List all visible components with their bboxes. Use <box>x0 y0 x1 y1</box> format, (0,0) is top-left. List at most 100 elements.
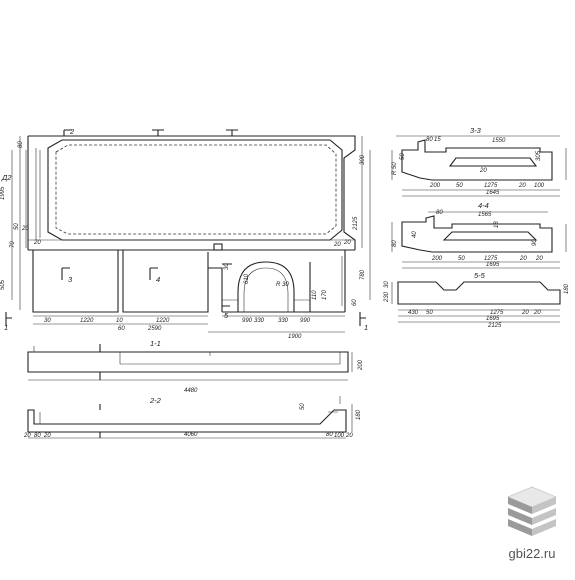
dimension-label: R 50 <box>392 162 398 175</box>
dimension-label: 200 <box>429 183 441 189</box>
dimension-label: 50 <box>300 403 306 410</box>
dimension-label: 20 <box>518 183 526 189</box>
note-d2: Д2 <box>1 173 12 182</box>
section-1-1-dimensions: 4480 200 <box>184 359 364 394</box>
cut-mark-1-left: 1 <box>4 323 8 332</box>
stacked-slabs-logo <box>507 486 557 536</box>
dimension-label: 300 <box>360 154 366 165</box>
dimension-label: 20 <box>535 256 543 262</box>
dimension-label: 180 <box>564 283 570 294</box>
dimension-label: 100 <box>534 183 545 189</box>
dimension-label: 15 <box>434 137 441 143</box>
plan-view <box>5 129 371 333</box>
dimension-label: 1565 <box>478 212 492 218</box>
dimension-label: 4060 <box>184 432 198 438</box>
dimension-label: 1695 <box>486 316 500 322</box>
dimension-label: 30 <box>384 281 390 288</box>
dimension-label: 1275 <box>490 310 504 316</box>
section-4-4-dimensions: 1565 20 1275 50 1695 80 90 18 40 200 20 80 <box>392 210 543 268</box>
labels: 1-1 2-2 3-3 4-4 5-5 1 1 2 3 4 5 Д2 <box>1 126 489 405</box>
dimension-label: 60 <box>352 299 358 306</box>
dimension-label: 20 <box>343 240 351 246</box>
dimension-label: 80 <box>18 141 24 148</box>
dimension-label: 60 <box>118 326 125 332</box>
dimension-label: 80 <box>326 432 333 438</box>
dimension-label: 30 <box>224 263 230 270</box>
dimension-label: 1220 <box>80 318 94 324</box>
dimension-label: 50 <box>458 256 465 262</box>
dimension-label: 505 <box>0 279 6 290</box>
section-label-5-5: 5-5 <box>474 271 486 280</box>
dimension-label: 1220 <box>156 318 170 324</box>
dimension-label: 30 <box>44 318 51 324</box>
section-label-2-2: 2-2 <box>149 396 162 405</box>
dimension-label: 230 <box>384 291 390 303</box>
dimension-label: 20 <box>333 242 341 248</box>
dimension-label: 20 <box>21 226 29 232</box>
dimension-label: 330 <box>278 318 289 324</box>
dimension-label: 4480 <box>184 388 198 394</box>
cut-mark-2: 2 <box>69 127 75 136</box>
dimension-label: 20 <box>519 256 527 262</box>
cut-mark-4: 4 <box>156 275 160 284</box>
dimension-label: 200 <box>431 256 443 262</box>
section-label-1-1: 1-1 <box>150 339 161 348</box>
dimension-label: 90 <box>532 239 538 246</box>
dimension-label: 1900 <box>288 334 302 340</box>
dimension-label: 305 <box>536 150 542 161</box>
dimension-label: 50 <box>456 183 463 189</box>
dimension-label: 50 <box>14 223 20 230</box>
dimension-label: 20 <box>479 168 487 174</box>
dimension-label: 2125 <box>353 216 359 231</box>
dimension-label: 18 <box>494 221 500 228</box>
dimension-label: 2125 <box>487 323 502 329</box>
dimension-label: 80 <box>436 210 443 216</box>
section-label-3-3: 3-3 <box>470 126 482 135</box>
dimension-label: 110 <box>312 290 318 300</box>
brand-watermark: gbi22.ru <box>497 483 567 561</box>
brand-url: gbi22.ru <box>508 546 556 561</box>
dimension-label: 2590 <box>147 326 162 332</box>
dimension-label: R 30 <box>276 282 289 288</box>
dimension-label: 70 <box>10 241 16 248</box>
cut-mark-5: 5 <box>224 311 229 320</box>
section-2-2-view <box>27 396 353 439</box>
dimension-label: 200 <box>358 359 364 371</box>
dimension-label: 80 <box>34 433 41 439</box>
dimension-label: 330 <box>254 318 265 324</box>
dimension-label: 50 <box>400 153 406 160</box>
dimension-label: 20 <box>521 310 529 316</box>
section-3-3-view <box>391 135 567 197</box>
dimension-label: 180 <box>356 409 362 420</box>
dimension-label: 20 <box>33 240 41 246</box>
dimension-label: 80 <box>392 240 398 247</box>
section-label-4-4: 4-4 <box>478 201 489 210</box>
dimension-label: 990 <box>300 318 311 324</box>
dimension-label: 40 <box>412 231 418 238</box>
dimension-label: 80 <box>426 137 433 143</box>
cut-mark-3: 3 <box>68 275 73 284</box>
section-5-5-view <box>391 281 561 323</box>
dimension-label: 170 <box>322 289 328 300</box>
dimension-label: 1550 <box>492 138 506 144</box>
dimension-label: 610 <box>244 273 250 284</box>
dimension-label: 1695 <box>486 262 500 268</box>
dimension-label: 20 <box>345 433 353 439</box>
dimension-label: 430 <box>408 310 419 316</box>
dimension-label: 50 <box>426 310 433 316</box>
dimension-label: 1995 <box>0 186 6 200</box>
dimension-label: 100 <box>334 433 345 439</box>
cut-mark-1-right: 1 <box>364 323 368 332</box>
dimension-label: 1645 <box>486 190 500 196</box>
dimension-label: 1275 <box>484 256 498 262</box>
dimension-label: 20 <box>43 433 51 439</box>
dimension-label: 20 <box>23 433 31 439</box>
dimension-label: 20 <box>533 310 541 316</box>
section-4-4-view <box>391 211 567 269</box>
